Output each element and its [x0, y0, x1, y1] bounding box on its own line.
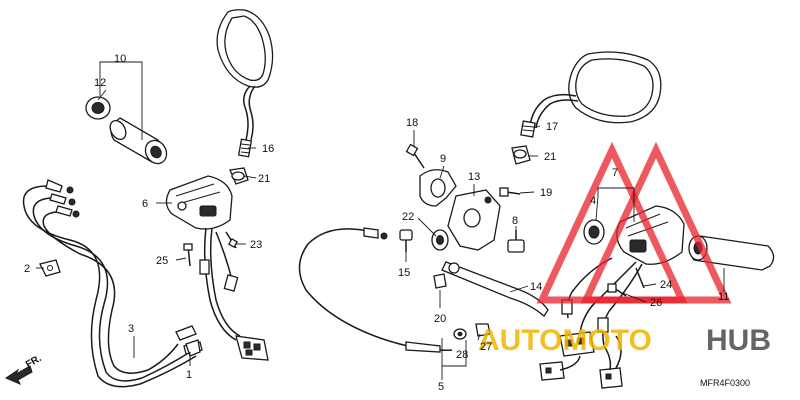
watermark-text-hub: HUB	[706, 324, 771, 357]
part-23-screw	[225, 231, 238, 249]
callout-labels: 10 12 16 21 6 23 25 2 3 1 18 9 13 19 8 2…	[24, 53, 729, 393]
watermark-text-auto: AUTOMOTO	[478, 324, 652, 357]
part-18-bolt	[405, 143, 425, 169]
right-connectors	[539, 331, 623, 389]
callout-22: 22	[402, 211, 414, 223]
part-28-washer	[453, 328, 467, 340]
callout-21-right: 21	[544, 151, 556, 163]
callout-21-left: 21	[258, 173, 270, 185]
part-27-nut	[475, 323, 491, 337]
part-17-mirror-adjuster	[520, 120, 536, 138]
part-14-clutch-cable	[298, 227, 453, 353]
callout-17: 17	[546, 121, 558, 133]
part-3-throttle-cables	[22, 179, 203, 388]
watermark-logo: AUTOMOTO HUB	[478, 141, 771, 357]
part-16-mirror-adjuster	[237, 138, 253, 158]
part-24-screw	[635, 267, 645, 289]
callout-20: 20	[434, 313, 446, 325]
part-4-collar	[583, 219, 605, 245]
left-mirror	[216, 9, 274, 141]
part-15-bolt	[399, 229, 413, 252]
callout-26: 26	[650, 297, 662, 309]
front-direction-arrow: FR.	[4, 353, 44, 385]
part-13-lever-holder	[447, 189, 501, 251]
callout-28: 28	[456, 349, 468, 361]
callout-25: 25	[156, 255, 168, 267]
part-1-adjuster	[185, 339, 201, 357]
callout-23: 23	[250, 239, 262, 251]
part-6-left-switch-housing	[165, 175, 233, 230]
callout-4: 4	[590, 195, 596, 207]
left-switch-wiring	[199, 227, 241, 341]
part-21-left-nut	[229, 167, 249, 185]
part-19-screw	[499, 187, 521, 197]
callout-1: 1	[186, 369, 192, 381]
callout-18: 18	[406, 117, 418, 129]
part-12-grip-end	[85, 96, 111, 120]
part-2-clamp	[39, 259, 61, 277]
callout-2: 2	[24, 263, 30, 275]
callout-16: 16	[262, 143, 274, 155]
callout-8: 8	[512, 215, 518, 227]
callout-9: 9	[440, 153, 446, 165]
clutch-lever	[441, 261, 549, 317]
left-connector	[235, 335, 269, 361]
callout-7: 7	[612, 167, 618, 179]
part-9-bracket	[419, 169, 457, 207]
callout-15: 15	[398, 267, 410, 279]
part-25-screw	[183, 243, 193, 267]
direction-label: FR.	[24, 353, 44, 371]
callout-24: 24	[660, 279, 672, 291]
diagram-code: MFR4F0300	[700, 378, 750, 388]
callout-10: 10	[114, 53, 126, 65]
callout-13: 13	[468, 171, 480, 183]
part-22-collar	[431, 229, 449, 251]
callout-14: 14	[530, 281, 542, 293]
callout-12: 12	[94, 77, 106, 89]
callout-6: 6	[142, 198, 148, 210]
leader-lines	[36, 61, 725, 380]
part-26-screw	[607, 283, 627, 297]
callout-5: 5	[438, 381, 444, 393]
part-10-left-grip	[109, 117, 168, 165]
part-21-right-nut	[511, 145, 531, 165]
right-mirror	[529, 51, 662, 129]
callout-11: 11	[718, 291, 729, 303]
part-20-nut	[433, 273, 447, 289]
callout-3: 3	[128, 323, 134, 335]
callout-19: 19	[540, 187, 552, 199]
callout-27: 27	[480, 341, 492, 353]
